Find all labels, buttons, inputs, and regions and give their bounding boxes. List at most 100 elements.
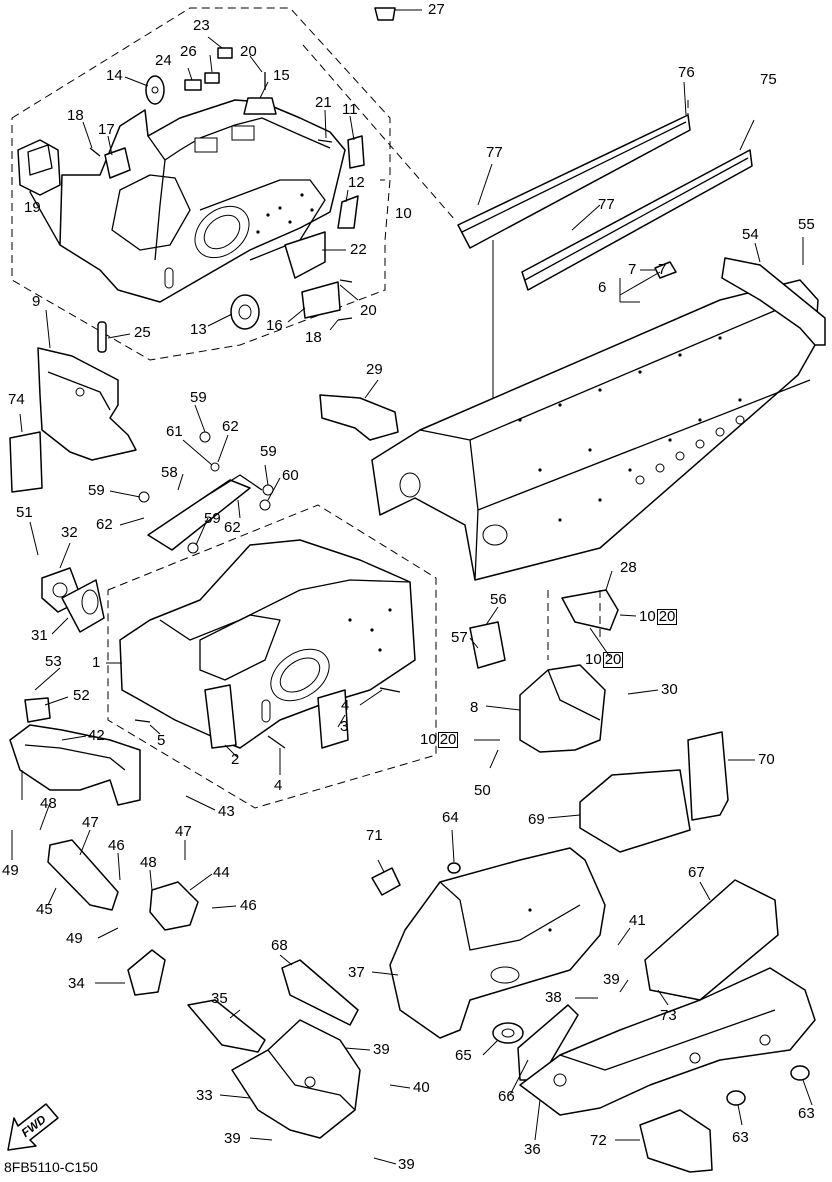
callout-18-top: 18 — [67, 107, 84, 124]
callout-28: 28 — [620, 559, 637, 576]
callout-50: 50 — [474, 782, 491, 799]
callout-71: 71 — [366, 827, 383, 844]
part-56-plate — [469, 621, 506, 669]
part-15-bracket — [243, 97, 277, 115]
part-20-bolt-lower — [339, 279, 353, 283]
part-44-bracket — [149, 881, 199, 931]
callout-76: 76 — [678, 64, 695, 81]
callout-75: 75 — [760, 71, 777, 88]
callout-48-left: 48 — [40, 795, 57, 812]
callout-5: 5 — [157, 732, 166, 749]
part-16-bracket — [301, 281, 341, 319]
part-52-plate — [24, 697, 51, 723]
callout-4-lower: 4 — [274, 777, 283, 794]
part-67-panel — [644, 879, 779, 1001]
callout-64: 64 — [442, 809, 459, 826]
callout-41: 41 — [629, 912, 646, 929]
callout-61: 61 — [166, 423, 183, 440]
callout-26: 26 — [180, 43, 197, 60]
part-3-bracket — [317, 689, 349, 749]
callout-47-right: 47 — [175, 823, 192, 840]
callout-59-d: 59 — [204, 510, 221, 527]
part-70-pad — [687, 731, 729, 821]
callout-23: 23 — [193, 17, 210, 34]
callout-39-c: 39 — [398, 1156, 415, 1173]
callout-4-upper: 4 — [341, 697, 350, 714]
callout-77-right: 77 — [598, 196, 615, 213]
callout-57: 57 — [451, 629, 468, 646]
callout-62-c: 62 — [224, 519, 241, 536]
part-18-bolt-lower — [337, 317, 353, 321]
callout-55: 55 — [798, 216, 815, 233]
callout-21: 21 — [315, 94, 332, 111]
part-59-bolt-a — [199, 431, 211, 443]
upper-frame-part — [29, 99, 346, 303]
part-25-strap — [97, 321, 107, 353]
part-68-bracket — [281, 959, 359, 1026]
callout-33: 33 — [196, 1087, 213, 1104]
callout-67: 67 — [688, 864, 705, 881]
callout-68: 68 — [271, 937, 288, 954]
part-13-hub — [230, 294, 260, 330]
part-26-block — [204, 72, 220, 84]
callout-54: 54 — [742, 226, 759, 243]
callout-66: 66 — [498, 1088, 515, 1105]
part-42-bumper — [9, 724, 141, 806]
part-33-guard — [231, 1019, 361, 1139]
callout-59-a: 59 — [190, 389, 207, 406]
part-1-frame — [119, 539, 416, 749]
callout-65: 65 — [455, 1047, 472, 1064]
callout-9: 9 — [32, 293, 41, 310]
part-31-duct — [61, 579, 105, 633]
part-69-pad — [579, 769, 691, 853]
part-59-bolt-d — [187, 542, 199, 554]
part-54-brace — [721, 257, 826, 346]
callout-40: 40 — [413, 1079, 430, 1096]
part-18-bolt — [89, 147, 101, 157]
part-45-bracket — [47, 839, 119, 911]
callout-73: 73 — [660, 1007, 677, 1024]
callout-17: 17 — [98, 121, 115, 138]
part-37-cowling — [389, 847, 606, 1039]
callout-43: 43 — [218, 803, 235, 820]
callout-39-a: 39 — [373, 1041, 390, 1058]
callout-20-right: 20 — [360, 302, 377, 319]
callout-3: 3 — [340, 718, 349, 735]
callout-47-left: 47 — [82, 814, 99, 831]
callout-36: 36 — [524, 1141, 541, 1158]
callout-59-c: 59 — [88, 482, 105, 499]
callout-31: 31 — [31, 627, 48, 644]
part-12-plate — [337, 195, 359, 229]
part-63-cap-a — [790, 1065, 810, 1081]
part-29-bracket — [319, 394, 399, 441]
part-22-plate — [284, 231, 326, 279]
part-27-clip — [374, 7, 396, 21]
callout-8: 8 — [470, 699, 479, 716]
part-63-cap-b — [726, 1090, 746, 1106]
part-34-bracket — [127, 949, 166, 996]
part-8-bracket — [519, 664, 606, 753]
part-36-panel — [519, 967, 816, 1116]
callout-16: 16 — [266, 317, 283, 334]
part-60-bolt — [259, 499, 271, 511]
part-35-bracket — [187, 999, 266, 1053]
callout-53: 53 — [45, 653, 62, 670]
part-72-panel — [639, 1109, 713, 1173]
part-4-bolt — [267, 735, 286, 749]
callout-29: 29 — [366, 361, 383, 378]
callout-72: 72 — [590, 1132, 607, 1149]
callout-70: 70 — [758, 751, 775, 768]
part-65-grommet — [492, 1022, 524, 1044]
callout-19: 19 — [24, 199, 41, 216]
part-9-bracket — [37, 347, 137, 461]
part-5-bolt — [134, 719, 151, 723]
part-19-bracket — [17, 139, 61, 196]
callout-34: 34 — [68, 975, 85, 992]
callout-38: 38 — [545, 989, 562, 1006]
part-75-rail — [521, 149, 753, 291]
callout-58: 58 — [161, 464, 178, 481]
